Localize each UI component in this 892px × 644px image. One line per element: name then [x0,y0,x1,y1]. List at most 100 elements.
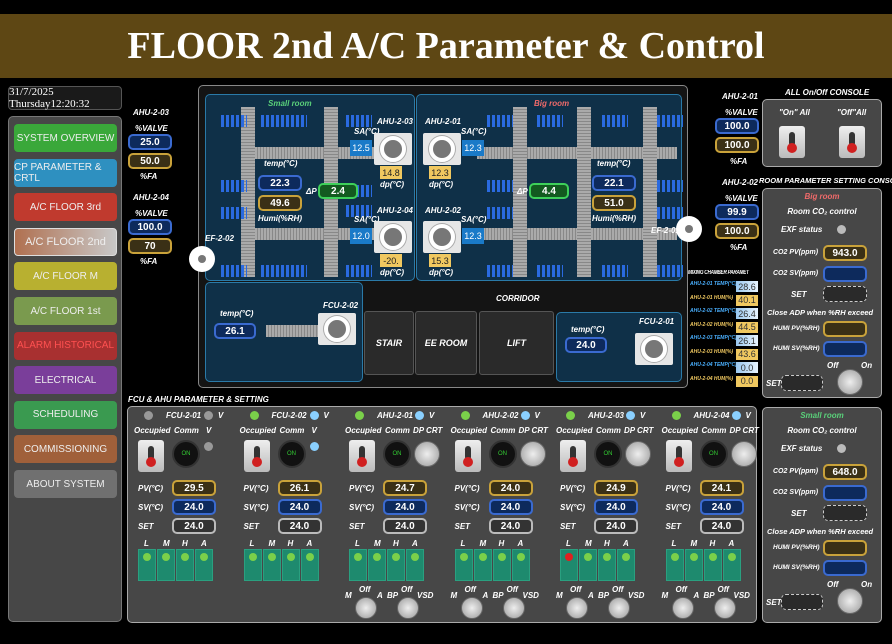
occupied-switch[interactable] [243,440,270,472]
speed-label-l: L [671,539,677,548]
units-sv-value[interactable]: 24.0 [699,499,744,515]
on-all-switch[interactable] [779,126,805,158]
speed-switch-m[interactable] [579,549,597,581]
nav-a-c-floor-1st[interactable]: A/C FLOOR 1st [14,297,117,325]
dp-crt-knob[interactable] [625,441,651,467]
occupied-switch[interactable] [349,440,375,472]
mode-knob[interactable] [460,597,483,619]
units-set-value[interactable]: 24.0 [699,518,744,534]
units-set-value[interactable]: 24.0 [277,518,322,534]
units-set-value[interactable]: 24.0 [488,518,533,534]
off-all-switch[interactable] [839,126,865,158]
speed-switch-h[interactable] [598,549,616,581]
nav-a-c-floor-2nd[interactable]: A/C FLOOR 2nd [14,227,117,256]
units-sv-label: SV(°C) [349,503,374,512]
speed-switch-m[interactable] [684,549,703,581]
unit-name: AHU-2-04 [693,411,730,420]
occupied-switch[interactable] [560,440,586,472]
nav-a-c-floor-3rd[interactable]: A/C FLOOR 3rd [14,193,117,222]
speed-switch-a[interactable] [406,549,424,581]
units-set-value[interactable]: 24.0 [383,518,427,534]
speed-switch-l[interactable] [560,549,578,581]
humi-pv-value [823,321,867,337]
dp-crt-knob[interactable] [519,441,546,467]
bp-vsd-knob[interactable] [397,597,419,619]
ahu-2-01-fan-icon[interactable] [423,133,461,165]
ahu-2-04-fan-icon[interactable] [374,221,412,253]
co2-sv-input[interactable] [823,485,867,501]
speed-switch-l[interactable] [454,549,473,581]
dp-crt-knob[interactable] [730,441,757,467]
mode-knob[interactable] [671,597,694,619]
nav-electrical[interactable]: ELECTRICAL [14,366,117,395]
speed-switch-m[interactable] [262,549,281,581]
mode-knob[interactable] [355,597,377,619]
speed-switch-h[interactable] [176,549,194,581]
bp-vsd-knob[interactable] [502,597,525,619]
units-set-value[interactable]: 24.0 [172,518,216,534]
speed-switch-h[interactable] [387,549,405,581]
fcu-2-01-fan-icon[interactable] [635,333,673,365]
nav-commissioning[interactable]: COMMISSIONING [14,435,117,464]
co2-sv-input[interactable] [823,266,867,282]
nav-a-c-floor-m[interactable]: A/C FLOOR M [14,262,117,291]
fcu-2-01-temp: 24.0 [565,337,607,353]
bp-vsd-knob[interactable] [608,597,630,619]
nav-alarm-historical[interactable]: ALARM HISTORICAL [14,331,117,360]
speed-switch-a[interactable] [195,549,213,581]
occupied-switch[interactable] [138,440,164,472]
speed-switch-h[interactable] [281,549,300,581]
nav-system-overview[interactable]: SYSTEM OVERVIEW [14,124,117,152]
speed-switch-a[interactable] [617,549,635,581]
v-led [520,411,530,420]
speed-switch-l[interactable] [349,549,367,581]
humi-sv-input[interactable] [823,560,867,576]
speed-switch-h[interactable] [703,549,722,581]
datetime-display: 31/7/2025 Thursday12:20:32 [8,86,122,110]
humi-sv-input[interactable] [823,341,867,357]
occupied-switch[interactable] [454,440,481,472]
humi-set-button[interactable] [781,375,823,391]
speed-switch-m[interactable] [473,549,492,581]
speed-led [267,553,276,561]
dp-crt-knob[interactable] [414,441,440,467]
units-sv-value[interactable]: 24.0 [488,499,533,515]
units-set-label: SET [665,522,682,531]
speed-switch-l[interactable] [665,549,684,581]
ef-2-02-fan-icon[interactable] [189,246,215,272]
room-name: Small room [800,411,844,420]
bp-vsd-knob[interactable] [713,597,736,619]
status-led [460,411,470,420]
adp-on-off-knob[interactable] [837,369,863,395]
nav-cp-parameter-crtl[interactable]: CP PARAMETER & CRTL [14,158,117,187]
speed-switch-l[interactable] [243,549,262,581]
units-sv-value[interactable]: 24.0 [172,499,216,515]
units-sv-value[interactable]: 24.0 [277,499,322,515]
co2-set-button[interactable] [823,505,867,521]
ef-2-01-fan-icon[interactable] [676,216,702,242]
speed-switch-h[interactable] [492,549,511,581]
humi-set-button[interactable] [781,594,823,610]
speed-switch-l[interactable] [138,549,156,581]
ahu-2-03-fan-icon[interactable] [374,133,412,165]
nav-about-system[interactable]: ABOUT SYSTEM [14,470,117,498]
adp-on-off-knob[interactable] [837,588,863,614]
ahu-2-02-fan-icon[interactable] [423,221,461,253]
speed-switch-a[interactable] [722,549,741,581]
ahu-2-04-dew: -20. [380,254,402,267]
speed-switch-m[interactable] [368,549,386,581]
speed-switch-a[interactable] [511,549,530,581]
units-set-value[interactable]: 24.0 [594,518,638,534]
co2-set-button[interactable] [823,286,867,302]
nav-scheduling[interactable]: SCHEDULING [14,400,117,429]
units-sv-value[interactable]: 24.0 [383,499,427,515]
fcu-2-02-fan-icon[interactable] [318,313,356,345]
speed-switch-m[interactable] [157,549,175,581]
units-sv-value[interactable]: 24.0 [594,499,638,515]
occupied-switch[interactable] [665,440,692,472]
speed-switch-a[interactable] [300,549,319,581]
mode-knob[interactable] [566,597,588,619]
speed-label-a: A [623,539,629,548]
speed-label-l: L [144,539,149,548]
v-label: V [534,411,540,420]
